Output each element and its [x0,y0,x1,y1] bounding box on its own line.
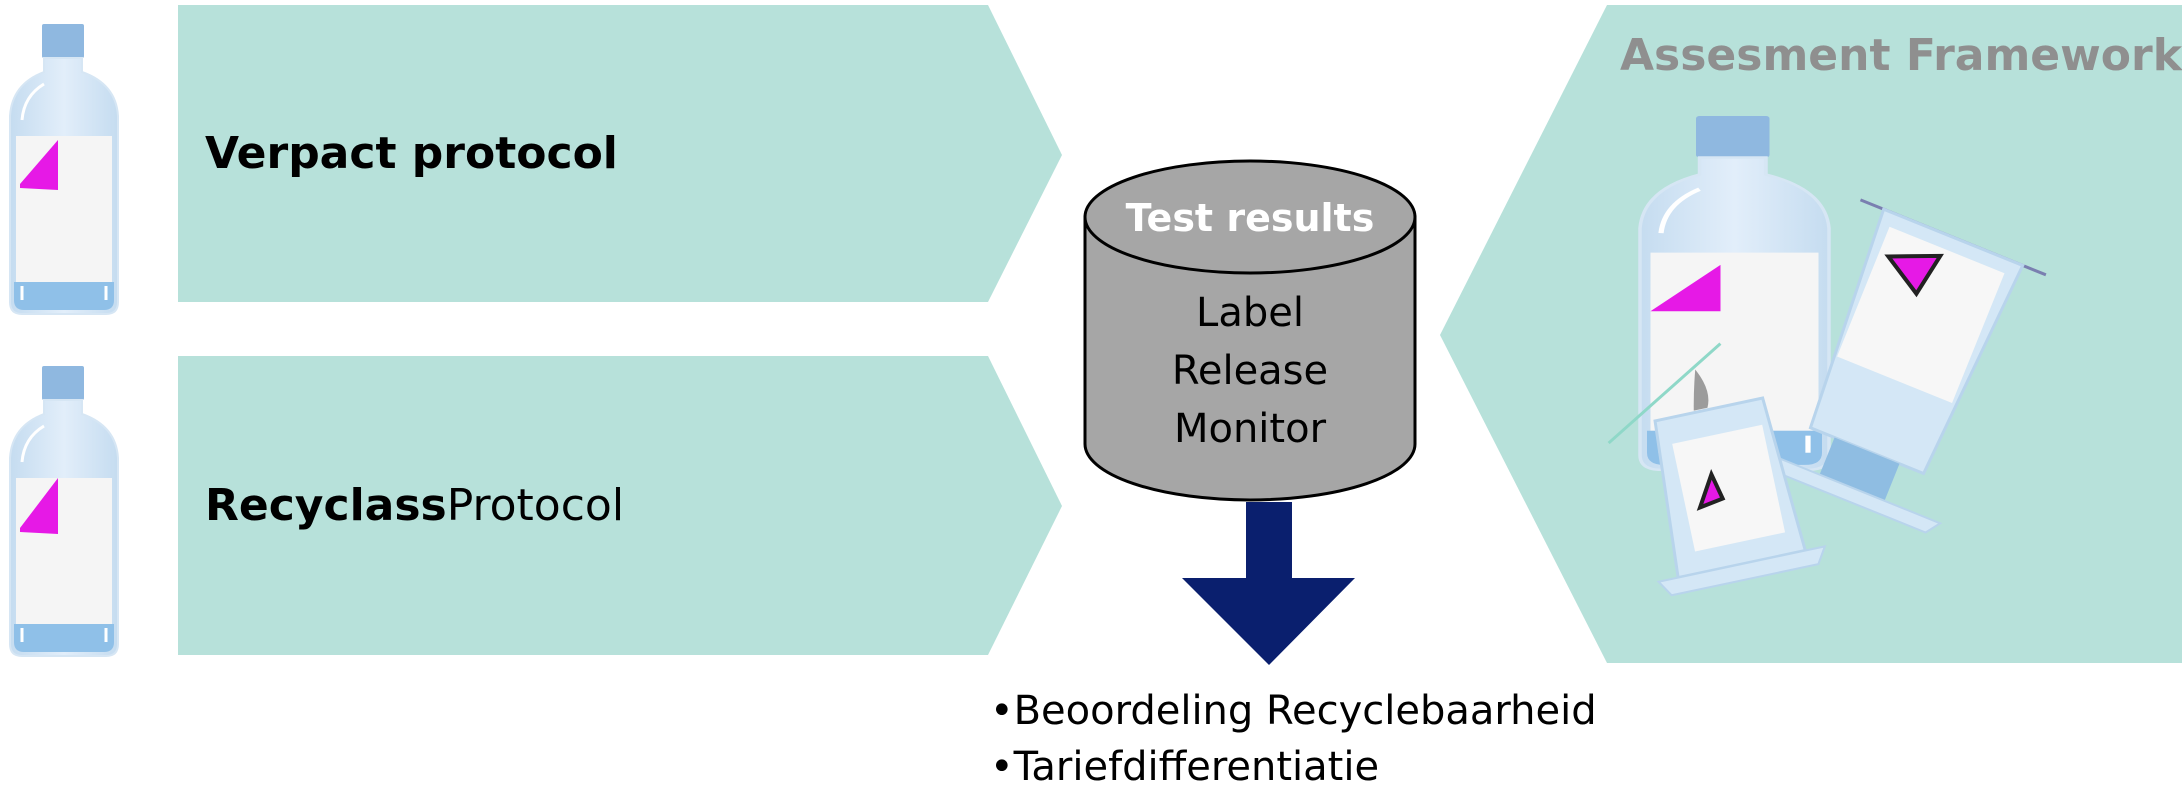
protocol-label-recyclass: Recyclass Protocol [205,465,1025,545]
bottle-icon [8,364,120,658]
cup-icon [1607,342,1827,597]
protocol-arrow-verpact [178,5,1062,302]
protocol-arrow-recyclass [178,356,1062,655]
down-arrow-icon [1182,502,1355,665]
bottle-icon [8,22,120,316]
database-title: Test results [1125,196,1375,240]
database-icon [1083,159,1417,502]
database-line-release: Release [1171,348,1329,394]
protocol-label-bold: Verpact protocol [205,127,618,179]
database-line-monitor: Monitor [1173,406,1327,452]
tube-icon [1771,198,2047,534]
protocol-label-bold: Recyclass [205,479,447,531]
database-line-label: Label [1196,290,1304,336]
protocol-label-regular: Protocol [446,479,625,531]
protocol-label-verpact: Verpact protocol [205,113,1025,193]
outcome-item: •Tariefdifferentiatie [990,744,1380,790]
outcome-item: •Beoordeling Recyclebaarheid [990,688,1597,734]
framework-title: Assesment Framework [1620,30,2182,81]
bottle-icon [1640,116,1829,470]
